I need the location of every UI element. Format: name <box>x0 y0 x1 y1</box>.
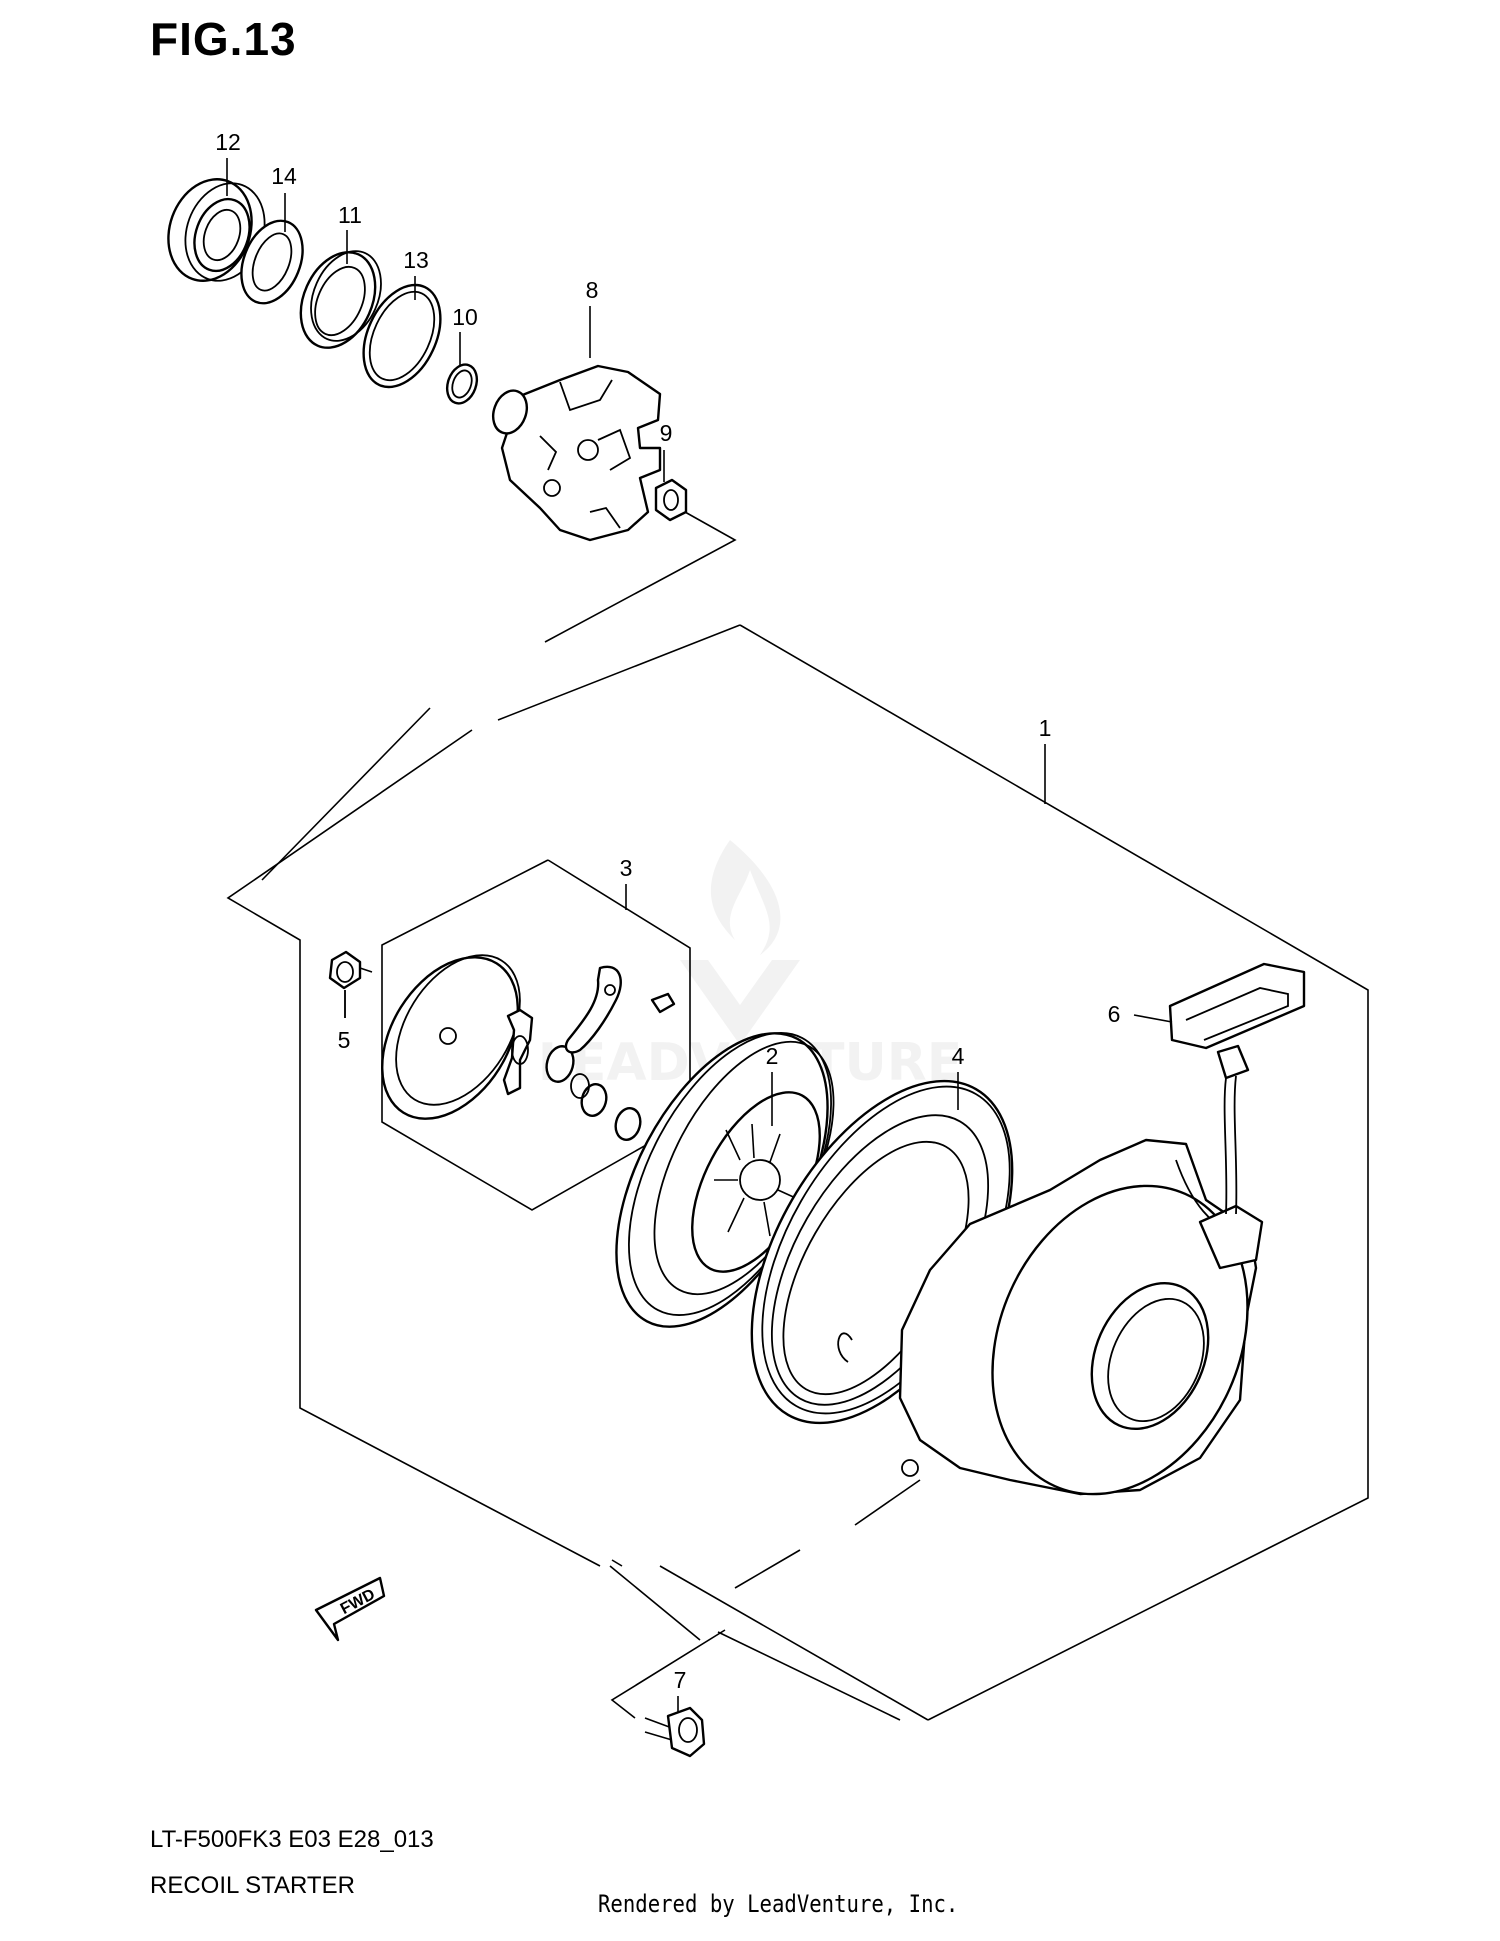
callout-leaders <box>226 158 1173 1712</box>
part-14-seal <box>240 219 304 305</box>
callout-14: 14 <box>271 163 297 189</box>
callout-8: 8 <box>586 277 599 303</box>
reel-spokes <box>714 1123 801 1237</box>
subassembly-3-outline <box>381 859 691 1211</box>
part-10-small-o-ring <box>445 363 479 405</box>
part-3-pawl <box>564 965 676 1054</box>
callout-numbers: 12 14 11 13 10 8 9 1 3 2 4 6 5 7 <box>215 129 1120 1693</box>
callout-7: 7 <box>674 1667 687 1693</box>
part-1-starter-case <box>898 1138 1264 1496</box>
model-code: LT-F500FK3 E03 E28_013 <box>150 1826 434 1853</box>
part-5-bolt <box>328 950 373 1018</box>
lower-leader-lines <box>610 1479 921 1721</box>
callout-10: 10 <box>452 304 478 330</box>
v-logo-icon <box>680 960 800 1045</box>
callout-3: 3 <box>620 855 633 881</box>
part-12-bearing <box>167 178 266 282</box>
callout-4: 4 <box>952 1043 965 1069</box>
callout-5: 5 <box>338 1027 351 1053</box>
render-credit: Rendered by LeadVenture, Inc. <box>598 1890 959 1918</box>
fwd-arrow-icon: FWD <box>314 1576 386 1642</box>
callout-12: 12 <box>215 129 241 155</box>
part-13-o-ring <box>362 283 442 389</box>
assembly-boundary-outline <box>226 624 1369 1721</box>
callout-13: 13 <box>403 247 429 273</box>
figure-title: FIG.13 <box>150 13 297 65</box>
callout-1: 1 <box>1039 715 1052 741</box>
part-7-bolt <box>644 1706 706 1758</box>
upper-group-leader <box>261 511 737 881</box>
part-9-nut <box>654 478 688 522</box>
part-3-spring-pin <box>545 1045 642 1141</box>
part-11-oil-seal <box>299 250 382 349</box>
diagram-name: RECOIL STARTER <box>150 1872 355 1899</box>
part-6-handle <box>1168 962 1306 1215</box>
callout-6: 6 <box>1108 1001 1121 1027</box>
part-3-friction-plate <box>381 954 521 1120</box>
callout-11: 11 <box>338 202 362 228</box>
callout-9: 9 <box>660 420 673 446</box>
part-8-starter-drive <box>491 364 662 542</box>
callout-2: 2 <box>766 1043 779 1069</box>
flame-icon <box>710 840 781 955</box>
part-3-ratchet <box>502 1008 534 1096</box>
